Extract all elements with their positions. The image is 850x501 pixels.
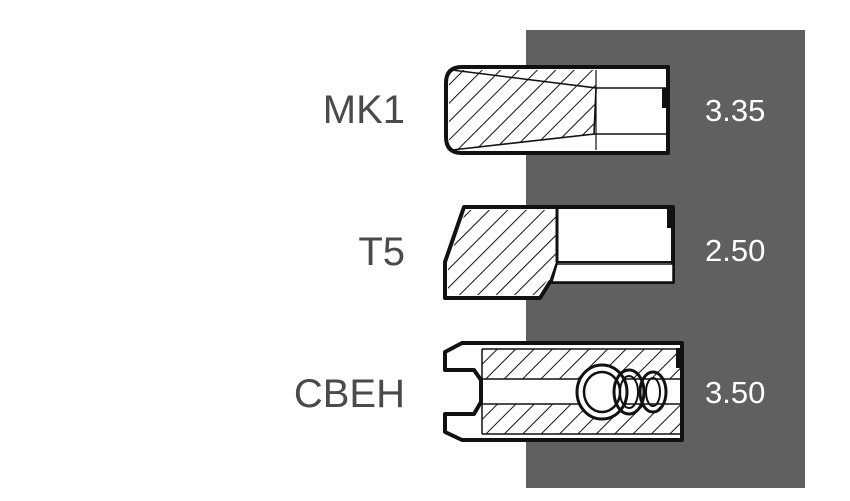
ring-label-cbeh: CBEH: [293, 372, 405, 416]
ring-value-cbeh: 3.50: [705, 375, 766, 410]
ring-profile-cbeh: [443, 341, 684, 442]
ring-value-t5: 2.50: [705, 233, 766, 268]
ring-profile-mk1: [444, 65, 670, 155]
ring-label-mk1: MK1: [322, 88, 405, 132]
ring-profile-t5: [443, 205, 675, 300]
ring-value-mk1: 3.35: [705, 93, 766, 128]
ring-label-t5: T5: [358, 230, 405, 274]
